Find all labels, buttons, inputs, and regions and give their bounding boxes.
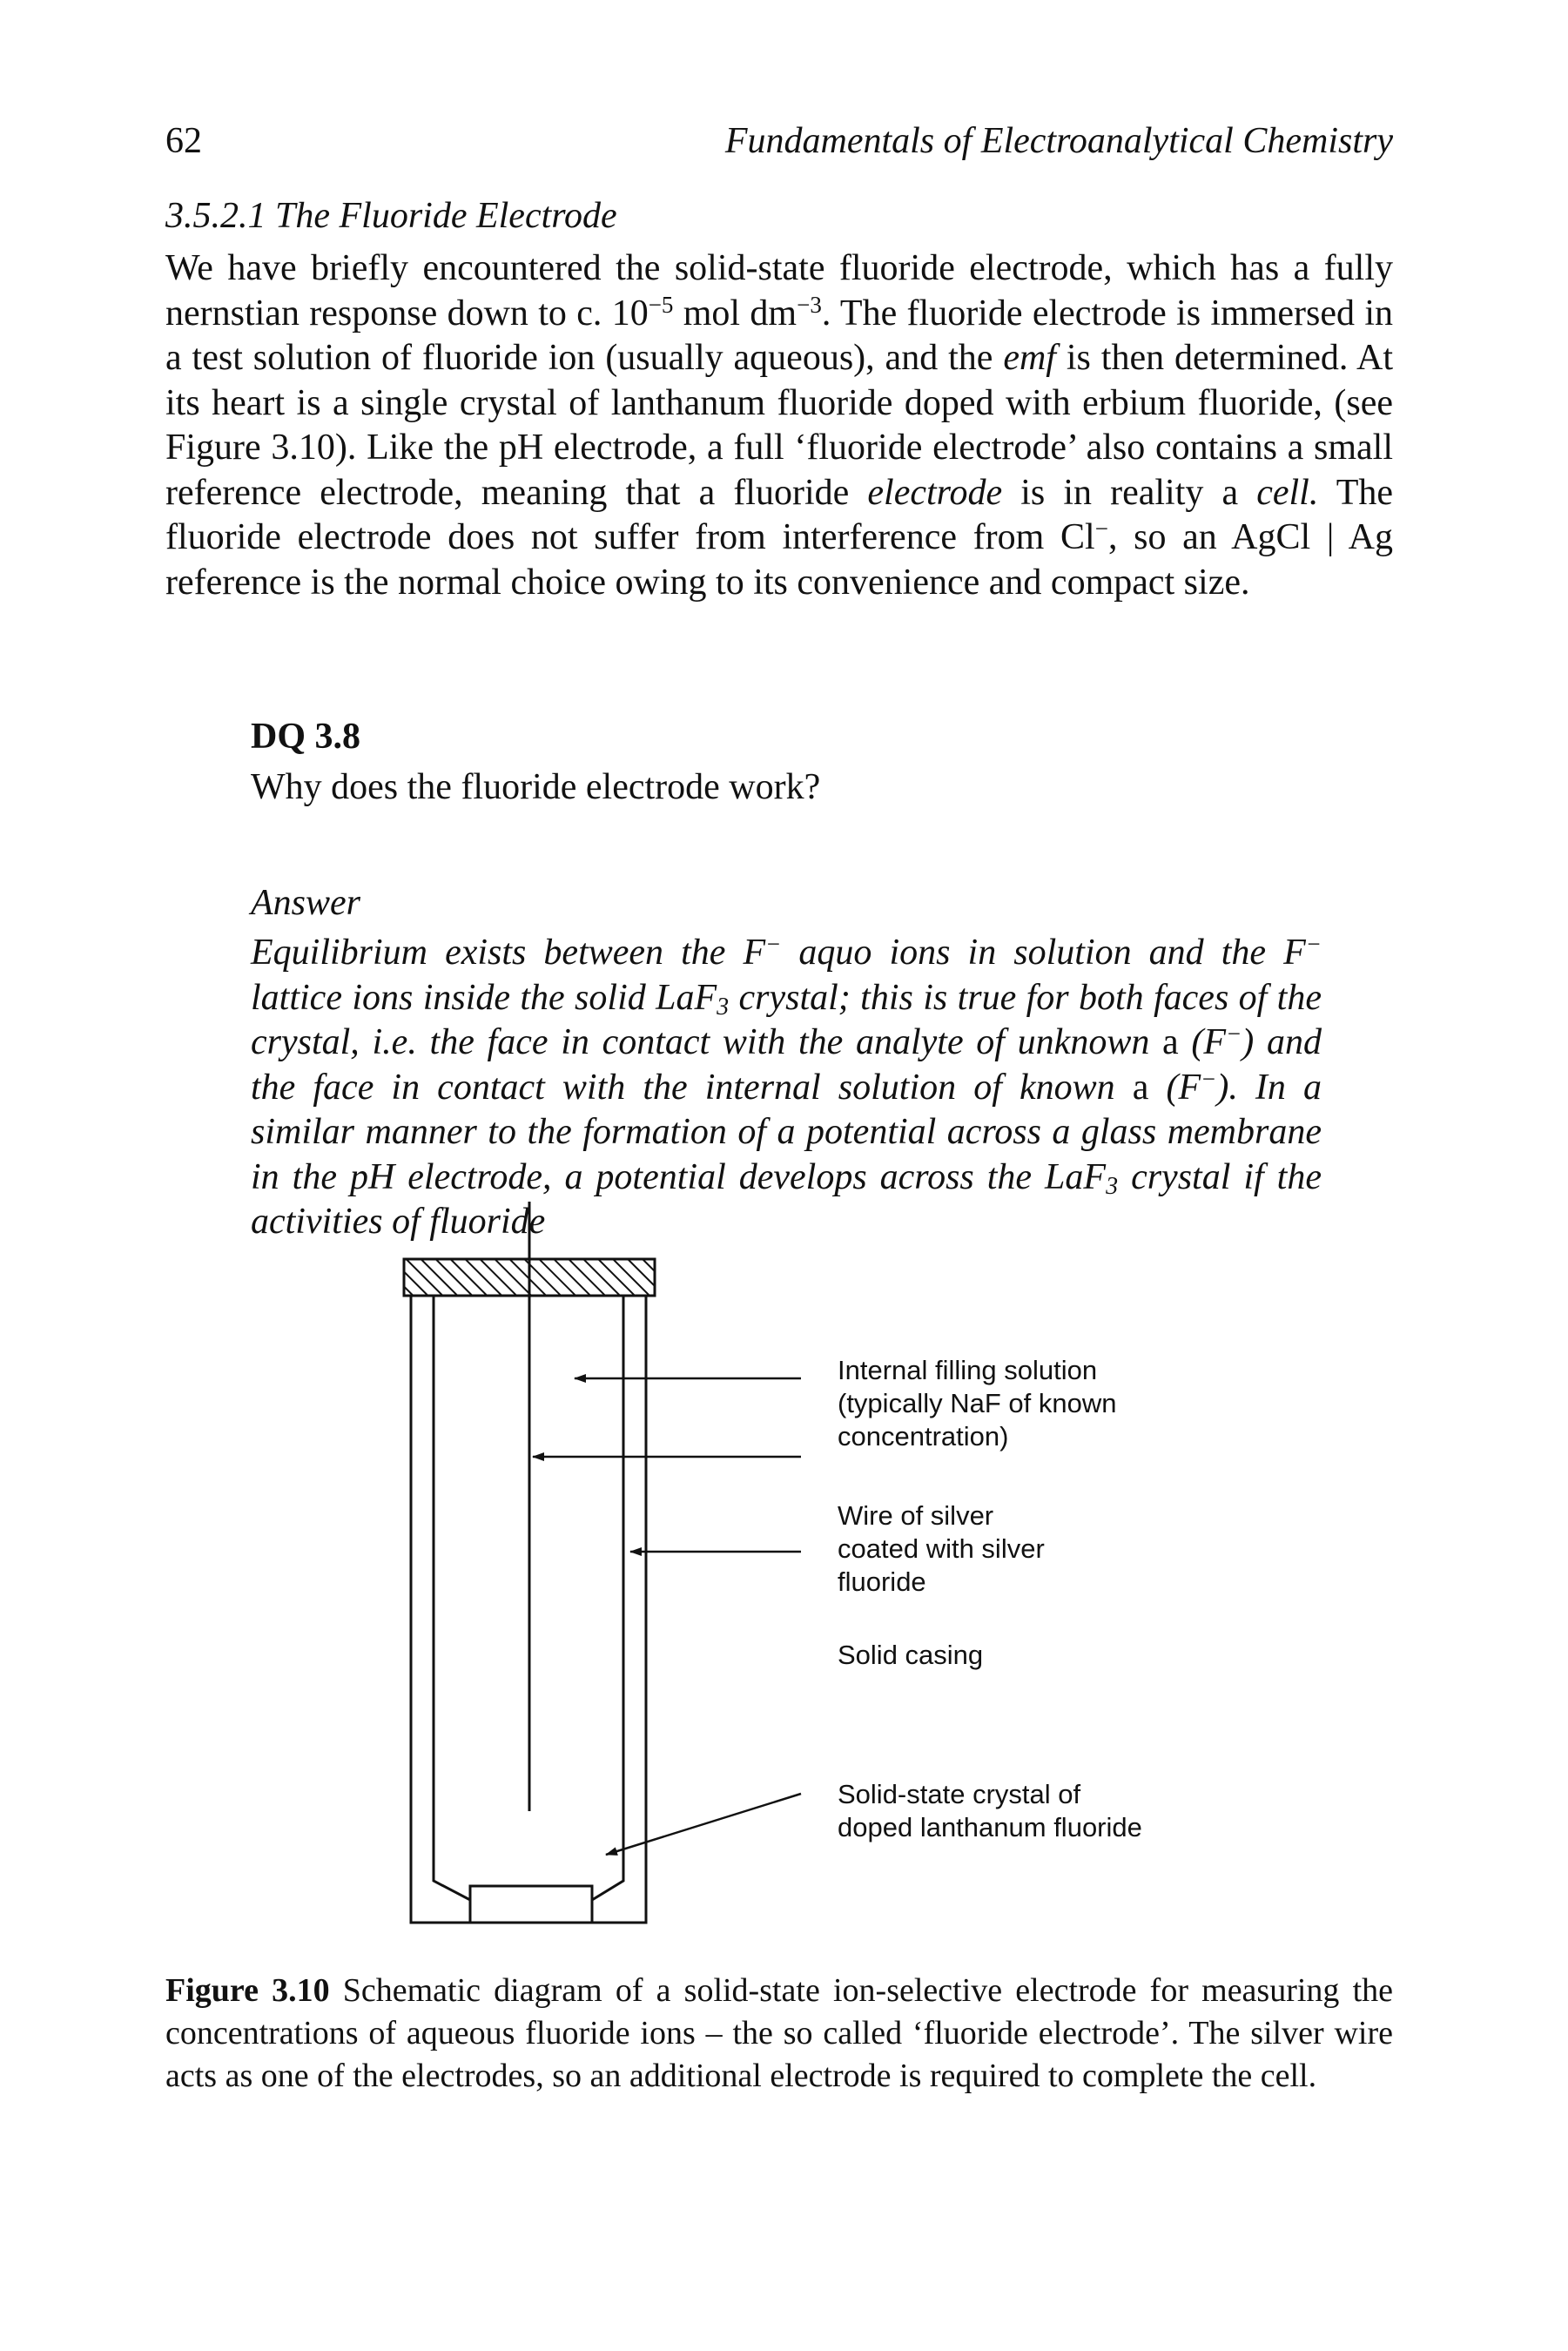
answer-heading: Answer <box>251 883 360 923</box>
running-title: Fundamentals of Electroanalytical Chemis… <box>724 121 1393 161</box>
caption-label: Figure 3.10 <box>165 1972 330 2009</box>
dq-question: Why does the fluoride electrode work? <box>251 767 821 807</box>
lanthanum-fluoride-crystal <box>468 1884 594 1924</box>
page-number: 62 <box>165 121 202 161</box>
figure-caption: Figure 3.10 Schematic diagram of a solid… <box>165 1970 1393 2098</box>
label-casing: Solid casing <box>838 1640 984 1670</box>
figure-electrode-diagram: Internal filling solution (typically NaF… <box>383 1193 1254 1959</box>
body-paragraph: We have briefly encountered the solid-st… <box>165 248 1394 603</box>
label-crystal: Solid-state crystal of doped lanthanum f… <box>838 1779 1142 1842</box>
label-internal-solution: Internal filling solution (typically NaF… <box>838 1355 1117 1452</box>
running-head: 62 Fundamentals of Electroanalytical Che… <box>165 120 1393 172</box>
label-wire: Wire of silver coated with silver fluori… <box>838 1500 1045 1597</box>
section-heading: 3.5.2.1 The Fluoride Electrode <box>165 196 617 236</box>
electrode-schematic <box>402 1202 802 1924</box>
leader-crystal <box>605 1792 802 1856</box>
caption-text: Schematic diagram of a solid-state ion-s… <box>165 1972 1393 2094</box>
dq-label: DQ 3.8 <box>251 717 360 757</box>
answer-text: Equilibrium exists between the F− aquo i… <box>251 931 1322 1243</box>
